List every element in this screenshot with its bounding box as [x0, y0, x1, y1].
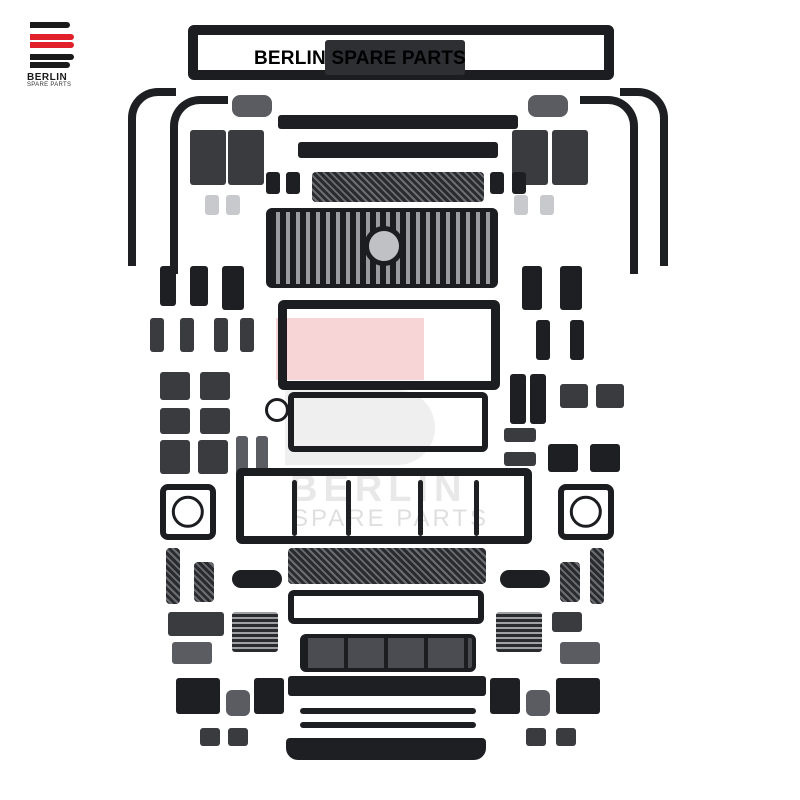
bracket — [160, 372, 190, 400]
trim-piece — [172, 642, 212, 664]
strip-piece — [256, 436, 268, 474]
bracket — [552, 612, 582, 632]
fog-bezel — [500, 570, 550, 588]
lower-lip-frame — [288, 590, 484, 624]
fender-flare-left-1 — [128, 88, 176, 266]
grille-emblem-ring — [364, 226, 404, 266]
trim-piece — [522, 266, 542, 310]
headlamp-surround-left — [160, 484, 216, 540]
mesh-insert — [312, 172, 484, 202]
watermark-b-grey — [285, 390, 435, 465]
clip — [512, 172, 526, 194]
bumper-divider — [292, 480, 297, 536]
hardware-pack — [540, 195, 554, 215]
trim-piece — [570, 320, 584, 360]
trim-strip — [278, 115, 518, 129]
trim-piece — [222, 266, 244, 310]
lamp-housing — [232, 95, 272, 117]
logo-b-icon — [30, 22, 74, 68]
radiator-insert — [496, 612, 542, 652]
side-mesh — [590, 548, 604, 604]
fender-flare-left-2 — [170, 96, 228, 274]
exhaust-bezel — [490, 678, 520, 714]
radiator-insert — [232, 612, 278, 652]
brand-name: BERLIN — [27, 72, 68, 83]
front-bumper — [236, 468, 532, 544]
clip — [490, 172, 504, 194]
bracket — [504, 452, 536, 466]
exhaust-tip — [526, 690, 550, 716]
lower-mesh-grille — [288, 548, 486, 584]
bracket — [552, 130, 588, 185]
trim-piece — [536, 320, 550, 360]
bracket — [596, 384, 624, 408]
bumper-divider — [346, 480, 351, 536]
trim-piece — [560, 266, 582, 310]
rear-bumper-part — [188, 25, 614, 80]
trim-piece — [160, 266, 176, 306]
bracket — [526, 728, 546, 746]
exhaust-bezel — [176, 678, 220, 714]
lamp-housing — [528, 95, 568, 117]
bracket — [556, 728, 576, 746]
bracket — [198, 440, 228, 474]
ring-part — [265, 398, 289, 422]
plate-holder — [168, 612, 224, 636]
lower-surround — [288, 392, 488, 452]
lip-strip — [300, 708, 476, 714]
trim-piece — [150, 318, 164, 352]
strip-piece — [236, 436, 248, 474]
bracket — [228, 130, 264, 185]
lip-strip — [300, 722, 476, 728]
bracket — [200, 728, 220, 746]
radiator-surround — [278, 300, 500, 390]
trim-strip — [298, 142, 498, 158]
trim-piece — [214, 318, 228, 352]
clip — [286, 172, 300, 194]
trim-piece — [560, 642, 600, 664]
watermark-sub: SPARE PARTS — [292, 505, 490, 532]
watermark-title: BERLIN SPARE PARTS — [254, 48, 466, 69]
rear-lip-spoiler — [286, 738, 486, 760]
trim-piece — [510, 374, 526, 424]
fog-bezel — [232, 570, 282, 588]
bracket — [160, 408, 190, 434]
trim-piece — [240, 318, 254, 352]
hardware-pack — [514, 195, 528, 215]
fog-housing — [590, 444, 620, 472]
exhaust-tip — [226, 690, 250, 716]
bumper-plate-recess — [325, 40, 465, 75]
fog-housing — [548, 444, 578, 472]
bracket — [560, 384, 588, 408]
exhaust-bezel — [254, 678, 284, 714]
fender-flare-right-2 — [620, 88, 668, 266]
bracket — [200, 408, 230, 434]
lower-diffuser — [288, 676, 486, 696]
skid-plate-grille — [300, 634, 476, 672]
headlamp-surround-right — [558, 484, 614, 540]
bumper-divider — [418, 480, 423, 536]
exhaust-bezel — [556, 678, 600, 714]
trim-piece — [190, 266, 208, 306]
bracket — [190, 130, 226, 185]
bumper-divider — [474, 480, 479, 536]
bracket — [228, 728, 248, 746]
hardware-pack — [226, 195, 240, 215]
clip — [266, 172, 280, 194]
brand-tagline: SPARE PARTS — [27, 82, 72, 88]
trim-piece — [530, 374, 546, 424]
trim-piece — [180, 318, 194, 352]
side-mesh — [194, 562, 214, 602]
bracket — [160, 440, 190, 474]
bracket — [504, 428, 536, 442]
bracket — [200, 372, 230, 400]
side-mesh — [166, 548, 180, 604]
side-mesh — [560, 562, 580, 602]
watermark-b-red — [276, 318, 424, 380]
hardware-pack — [205, 195, 219, 215]
